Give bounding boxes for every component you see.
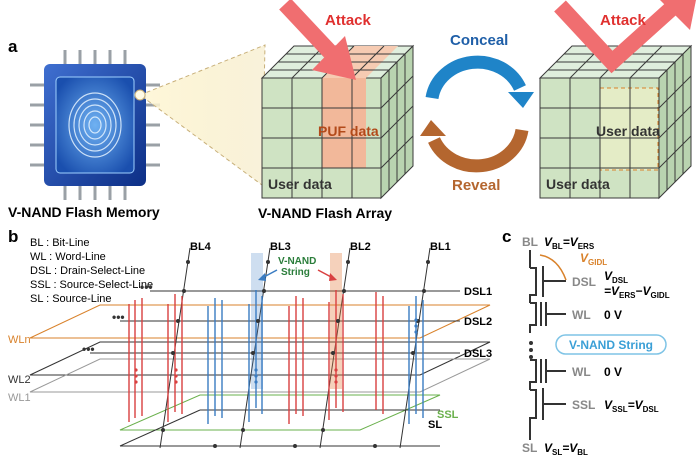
wl1-plane	[29, 358, 491, 393]
bl4-label: BL4	[190, 241, 212, 253]
c-wl-bottom-voltage: 0 V	[604, 365, 622, 379]
legend-item: DSL : Drain-Select-Line	[30, 265, 145, 277]
string-label-line2: String	[281, 267, 310, 278]
wl1-label: WL1	[8, 392, 31, 404]
legend: BL : Bit-Line WL : Word-Line DSL : Drain…	[30, 237, 153, 305]
svg-text:VSSL=VDSL: VSSL=VDSL	[604, 398, 659, 414]
c-ssl-label: SSL	[572, 398, 595, 412]
wln-label: WLn	[8, 334, 31, 346]
dsl3-label: DSL3	[464, 348, 492, 360]
array-caption: V-NAND Flash Array	[258, 205, 392, 221]
svg-text:=VERS−VGIDL: =VERS−VGIDL	[604, 284, 670, 300]
svg-text:VGIDL: VGIDL	[580, 251, 607, 267]
svg-text:VBL=VERS: VBL=VERS	[544, 235, 595, 251]
legend-item: WL : Word-Line	[30, 251, 106, 263]
panel-b-letter: b	[8, 227, 18, 246]
conceal-label: Conceal	[450, 32, 508, 49]
attack-arrow-left	[279, 0, 356, 80]
reveal-label: Reveal	[452, 177, 500, 194]
conceal-arrow	[425, 55, 526, 100]
v-nand-string-pill	[555, 334, 667, 355]
chip-caption: V-NAND Flash Memory	[8, 204, 160, 220]
ssl-label: SSL	[437, 409, 459, 421]
puf-data-label: PUF data	[318, 123, 379, 139]
svg-text:VDSL: VDSL	[604, 269, 628, 285]
dsl1-label: DSL1	[464, 286, 492, 298]
gidl-arc	[539, 254, 567, 281]
eq-bl: VBL=VERS	[544, 235, 595, 251]
wl2-label: WL2	[8, 374, 31, 386]
svg-text:•••: •••	[112, 310, 125, 324]
eq-dsl: VDSL =VERS−VGIDL	[604, 269, 670, 300]
legend-item: BL : Bit-Line	[30, 237, 90, 249]
c-bl-label: BL	[522, 235, 538, 249]
legend-item: SL : Source-Line	[30, 293, 112, 305]
user-data-label-right-bottom: User data	[546, 176, 610, 192]
c-dsl-label: DSL	[572, 275, 596, 289]
svg-text:•••: •••	[82, 342, 95, 356]
reveal-arrow	[428, 128, 529, 173]
string-circuit	[529, 250, 566, 440]
panel-c-letter: c	[502, 227, 511, 246]
eq-ssl: VSSL=VDSL	[604, 398, 659, 414]
panel-a-letter: a	[8, 37, 18, 56]
string-label-line1: V-NAND	[278, 256, 316, 267]
c-wl-bottom-label: WL	[572, 365, 591, 379]
user-data-label-left: User data	[268, 176, 332, 192]
bl3-label: BL3	[270, 241, 291, 253]
sl-label: SL	[428, 419, 442, 431]
wln-plane	[29, 304, 491, 339]
bl1-label: BL1	[430, 241, 451, 253]
c-sl-label: SL	[522, 441, 537, 455]
attack-label-right: Attack	[600, 12, 647, 29]
bl2-label: BL2	[350, 241, 371, 253]
legend-item: SSL : Source-Select-Line	[30, 279, 153, 291]
array-schematic: ••• ••• •••	[29, 247, 491, 449]
wl2-plane	[29, 341, 491, 376]
attack-arrow-right	[554, 0, 696, 74]
eq-gidl: VGIDL	[580, 251, 607, 267]
attack-label-left: Attack	[325, 12, 372, 29]
dsl2-label: DSL2	[464, 316, 492, 328]
eq-sl: VSL=VBL	[544, 441, 588, 457]
svg-text:VSL=VBL: VSL=VBL	[544, 441, 588, 457]
user-data-label-right-top: User data	[596, 123, 660, 139]
ssl-plane	[119, 394, 441, 431]
svg-text:•••: •••	[140, 280, 153, 294]
c-wl-top-label: WL	[572, 308, 591, 322]
v-nand-string-label: V-NAND String	[569, 338, 653, 352]
c-wl-top-voltage: 0 V	[604, 308, 622, 322]
chip-icon	[30, 50, 160, 200]
